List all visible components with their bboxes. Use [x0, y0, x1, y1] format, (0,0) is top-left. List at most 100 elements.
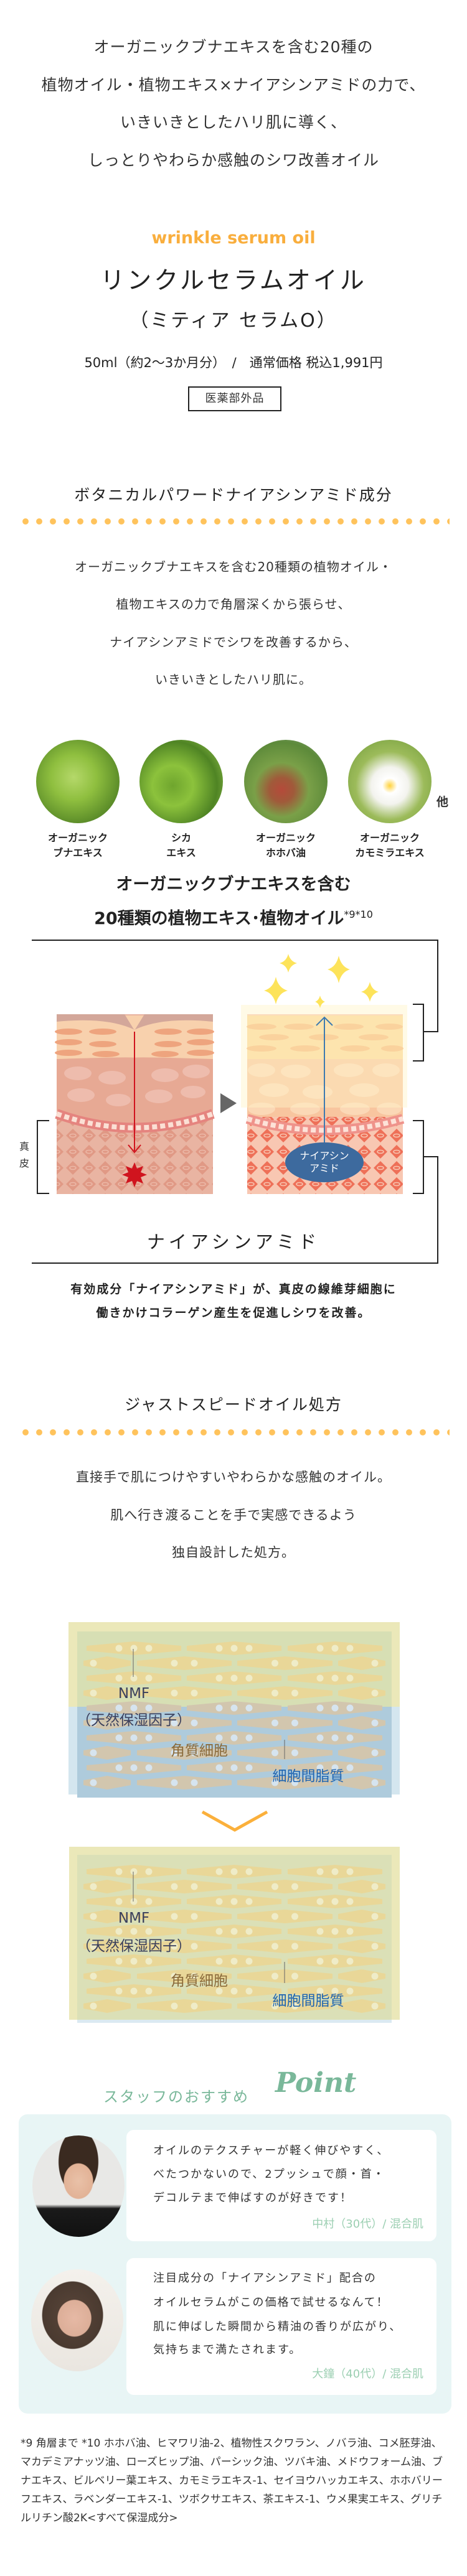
nmf-dot	[271, 2002, 278, 2010]
nmf-dot	[245, 1898, 253, 1905]
corneocyte-shape	[137, 1716, 232, 1730]
comment-line: オイルセラムがこの価格で試せるなんて！	[153, 2296, 389, 2309]
nmf-dot	[115, 1734, 123, 1742]
nmf-dot	[331, 1868, 339, 1875]
cica-leaves-image	[139, 740, 223, 823]
nmf-dot	[371, 1943, 379, 1950]
corneocyte-shape	[83, 1656, 131, 1670]
staff-avatar-ogane	[31, 2269, 123, 2371]
arrow-right-icon	[220, 1093, 237, 1113]
nmf-dot	[171, 1659, 178, 1667]
nmf-dot	[316, 1674, 324, 1682]
nmf-dot	[90, 1749, 97, 1757]
nmf-dot	[145, 1928, 153, 1935]
nmf-dot	[371, 1779, 379, 1786]
nmf-dot	[191, 1719, 198, 1727]
nmf-dot	[291, 1779, 298, 1786]
skin-comparison-illustration: ナイアシン アミド	[32, 940, 438, 1264]
nmf-dot	[331, 1987, 339, 1995]
nmf-dot	[90, 1659, 97, 1667]
beech-leaves-image	[36, 740, 120, 823]
nmf-dot	[130, 1898, 138, 1905]
comment-line: 気持ちまで満たされます。	[153, 2343, 302, 2356]
corneocyte-shape	[83, 1939, 131, 1953]
nmf-dot	[145, 1645, 153, 1652]
nmf-dot	[115, 1704, 123, 1712]
nmf-dot	[245, 1987, 253, 1995]
corneocyte-shape	[137, 1686, 232, 1700]
nmf-dot	[371, 2002, 379, 2010]
dermis-label-2: 皮	[19, 1157, 30, 1169]
nmf-dot	[191, 2002, 198, 2010]
chevron-down-icon	[201, 1810, 268, 1832]
corneocyte-shape	[237, 1910, 333, 1923]
nmf-dot	[191, 1659, 198, 1667]
corneocyte-shape	[83, 1686, 131, 1700]
product-tagline: wrinkle serum oil	[151, 228, 316, 248]
nmf-dot	[90, 1943, 97, 1950]
nmf-dot	[331, 1704, 339, 1712]
nmf-dot	[145, 1958, 153, 1965]
nmf-dot	[145, 1987, 153, 1995]
intro-line: オーガニックブナエキスを含む20種の	[93, 38, 374, 56]
nmf-dot	[291, 1943, 298, 1950]
nmf-dot	[316, 1928, 324, 1935]
nmf-dot	[215, 1764, 223, 1771]
lipid-label: 細胞間脂質	[272, 1993, 344, 2009]
dotted-divider	[19, 1429, 450, 1435]
oil-line: 肌へ行き渡ることを手で実感できるよう	[110, 1508, 357, 1523]
nmf-dot	[171, 1719, 178, 1727]
nmf-dot	[115, 1958, 123, 1965]
nmf-dot	[331, 1645, 339, 1652]
nmf-dot	[230, 1868, 238, 1875]
nmf-dot	[346, 1898, 354, 1905]
corneocyte-shape	[137, 1776, 232, 1790]
nmf-dot	[245, 1704, 253, 1712]
nmf-dot	[346, 1704, 354, 1712]
corneocyte-shape	[237, 1716, 333, 1730]
staff-comment-card: オイルのテクスチャーが軽く伸びやすく、 べたつかないので、2プッシュで顔・首・ …	[126, 2130, 436, 2241]
nmf-dot	[90, 1779, 97, 1786]
nmf-dot	[130, 1704, 138, 1712]
nmf-dot	[90, 2002, 97, 2010]
nmf-dot	[130, 1868, 138, 1875]
nmf-dot	[331, 1958, 339, 1965]
diagram-caption: 有効成分「ナイアシンアミド」が、真皮の線維芽細胞に	[70, 1282, 397, 1296]
nmf-dot	[191, 1943, 198, 1950]
nmf-dot	[130, 1928, 138, 1935]
corneocyte-shape	[237, 1999, 333, 2013]
sparkle-icons	[264, 954, 379, 1008]
corneocyte-shape	[338, 1656, 385, 1670]
nmf-dot	[291, 1749, 298, 1757]
nmf-dot	[191, 1749, 198, 1757]
nmf-dot	[145, 1898, 153, 1905]
botanical-line: ナイアシンアミドでシワを改善するから、	[110, 635, 357, 650]
nmf-dot	[230, 1734, 238, 1742]
nmf-dot	[331, 1734, 339, 1742]
corneocyte-label: 角質細胞	[171, 1973, 228, 1989]
nmf-dot	[230, 1764, 238, 1771]
nmf-dot	[115, 1987, 123, 1995]
nmf-dot	[230, 1704, 238, 1712]
nmf-dot	[215, 1674, 223, 1682]
nmf-dot	[245, 1645, 253, 1652]
nmf-dot	[230, 1987, 238, 1995]
corneocyte-shape	[338, 1969, 385, 1983]
staff-point-heading: Point	[275, 2067, 357, 2099]
comment-line: 注目成分の「ナイアシンアミド」配合の	[153, 2272, 377, 2285]
corneocyte-shape	[83, 1746, 131, 1760]
corneocyte-shape	[338, 1746, 385, 1760]
nmf-dot	[371, 1659, 379, 1667]
dotted-divider	[19, 518, 450, 525]
nmf-dot	[130, 1645, 138, 1652]
nmf-dot	[291, 1972, 298, 1980]
nmf-dot	[316, 1764, 324, 1771]
staff-name: 中村（30代）/ 混合肌	[312, 2218, 423, 2231]
corneocyte-shape	[137, 1999, 232, 2013]
nmf-dot	[145, 1734, 153, 1742]
corneocyte-shape	[83, 1716, 131, 1730]
nmf-dot	[271, 1883, 278, 1890]
nmf-dot	[316, 1958, 324, 1965]
footnote: *9 角層まで *10 ホホバ油、ヒマワリ油-2、植物性スクワラン、ノバラ油、コ…	[21, 2437, 443, 2524]
staff-name: 大鐘（40代）/ 混合肌	[312, 2368, 423, 2381]
